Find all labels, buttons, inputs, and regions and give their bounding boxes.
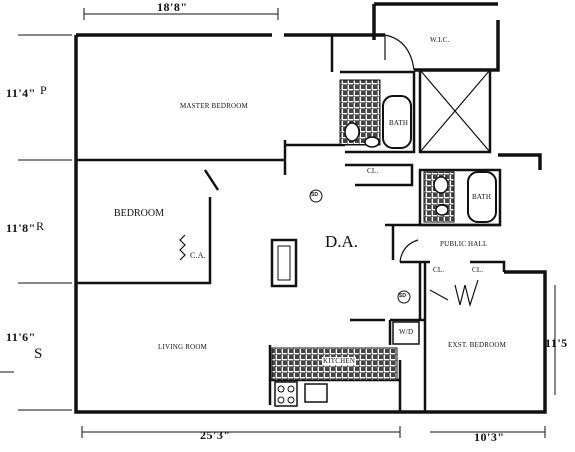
living-height-dimension: 11'6": [6, 330, 36, 344]
living-height-tag: S: [34, 346, 43, 362]
bath-1-label: BATH: [389, 119, 409, 127]
dining-table: [270, 238, 298, 288]
closet-2-label: CL.: [433, 266, 445, 274]
bottom-width-dimension: 25'3": [200, 428, 231, 442]
ca-squiggle: [179, 234, 186, 261]
dimension-lines: [0, 8, 556, 438]
top-width-dimension: 18'8": [157, 0, 188, 14]
exst-bottom-width-dimension: 10'3": [474, 430, 505, 444]
bath-1-fixtures: [339, 79, 412, 149]
exterior-walls: [74, 2, 547, 414]
bath-2-fixtures: [423, 171, 497, 223]
exst-bedroom-label: EXST. BEDROOM: [448, 341, 507, 349]
exst-height-dimension: 11'5: [545, 336, 568, 350]
da-label: D.A.: [325, 232, 359, 251]
bedroom-label: BEDROOM: [114, 208, 165, 219]
smoke-detector-2-label: SD: [399, 293, 406, 299]
master-height-tag: P: [40, 83, 47, 97]
interior-walls: [76, 35, 506, 412]
kitchen-label: KITCHEN: [322, 357, 357, 365]
smoke-detector-1-label: SD: [311, 192, 318, 198]
closet-1-label: CL.: [367, 167, 379, 175]
kitchen-fixtures: [271, 321, 420, 407]
master-bedroom-label: MASTER BEDROOM: [180, 102, 248, 110]
bedroom-height-dimension: 11'8": [6, 221, 36, 235]
wic-label: W.I.C.: [430, 36, 450, 44]
bedroom-height-tag: R: [36, 219, 45, 233]
public-hall-label: PUBLIC HALL: [440, 240, 488, 248]
ca-label: C.A.: [190, 251, 206, 260]
smoke-detectors: [309, 189, 411, 304]
living-room-label: LIVING ROOM: [158, 343, 208, 351]
closet-3-label: CL.: [472, 266, 484, 274]
bath-2-label: BATH: [472, 193, 492, 201]
wd-label: W/D: [399, 328, 414, 336]
master-height-dimension: 11'4": [6, 86, 36, 100]
door-swings: [384, 34, 547, 395]
